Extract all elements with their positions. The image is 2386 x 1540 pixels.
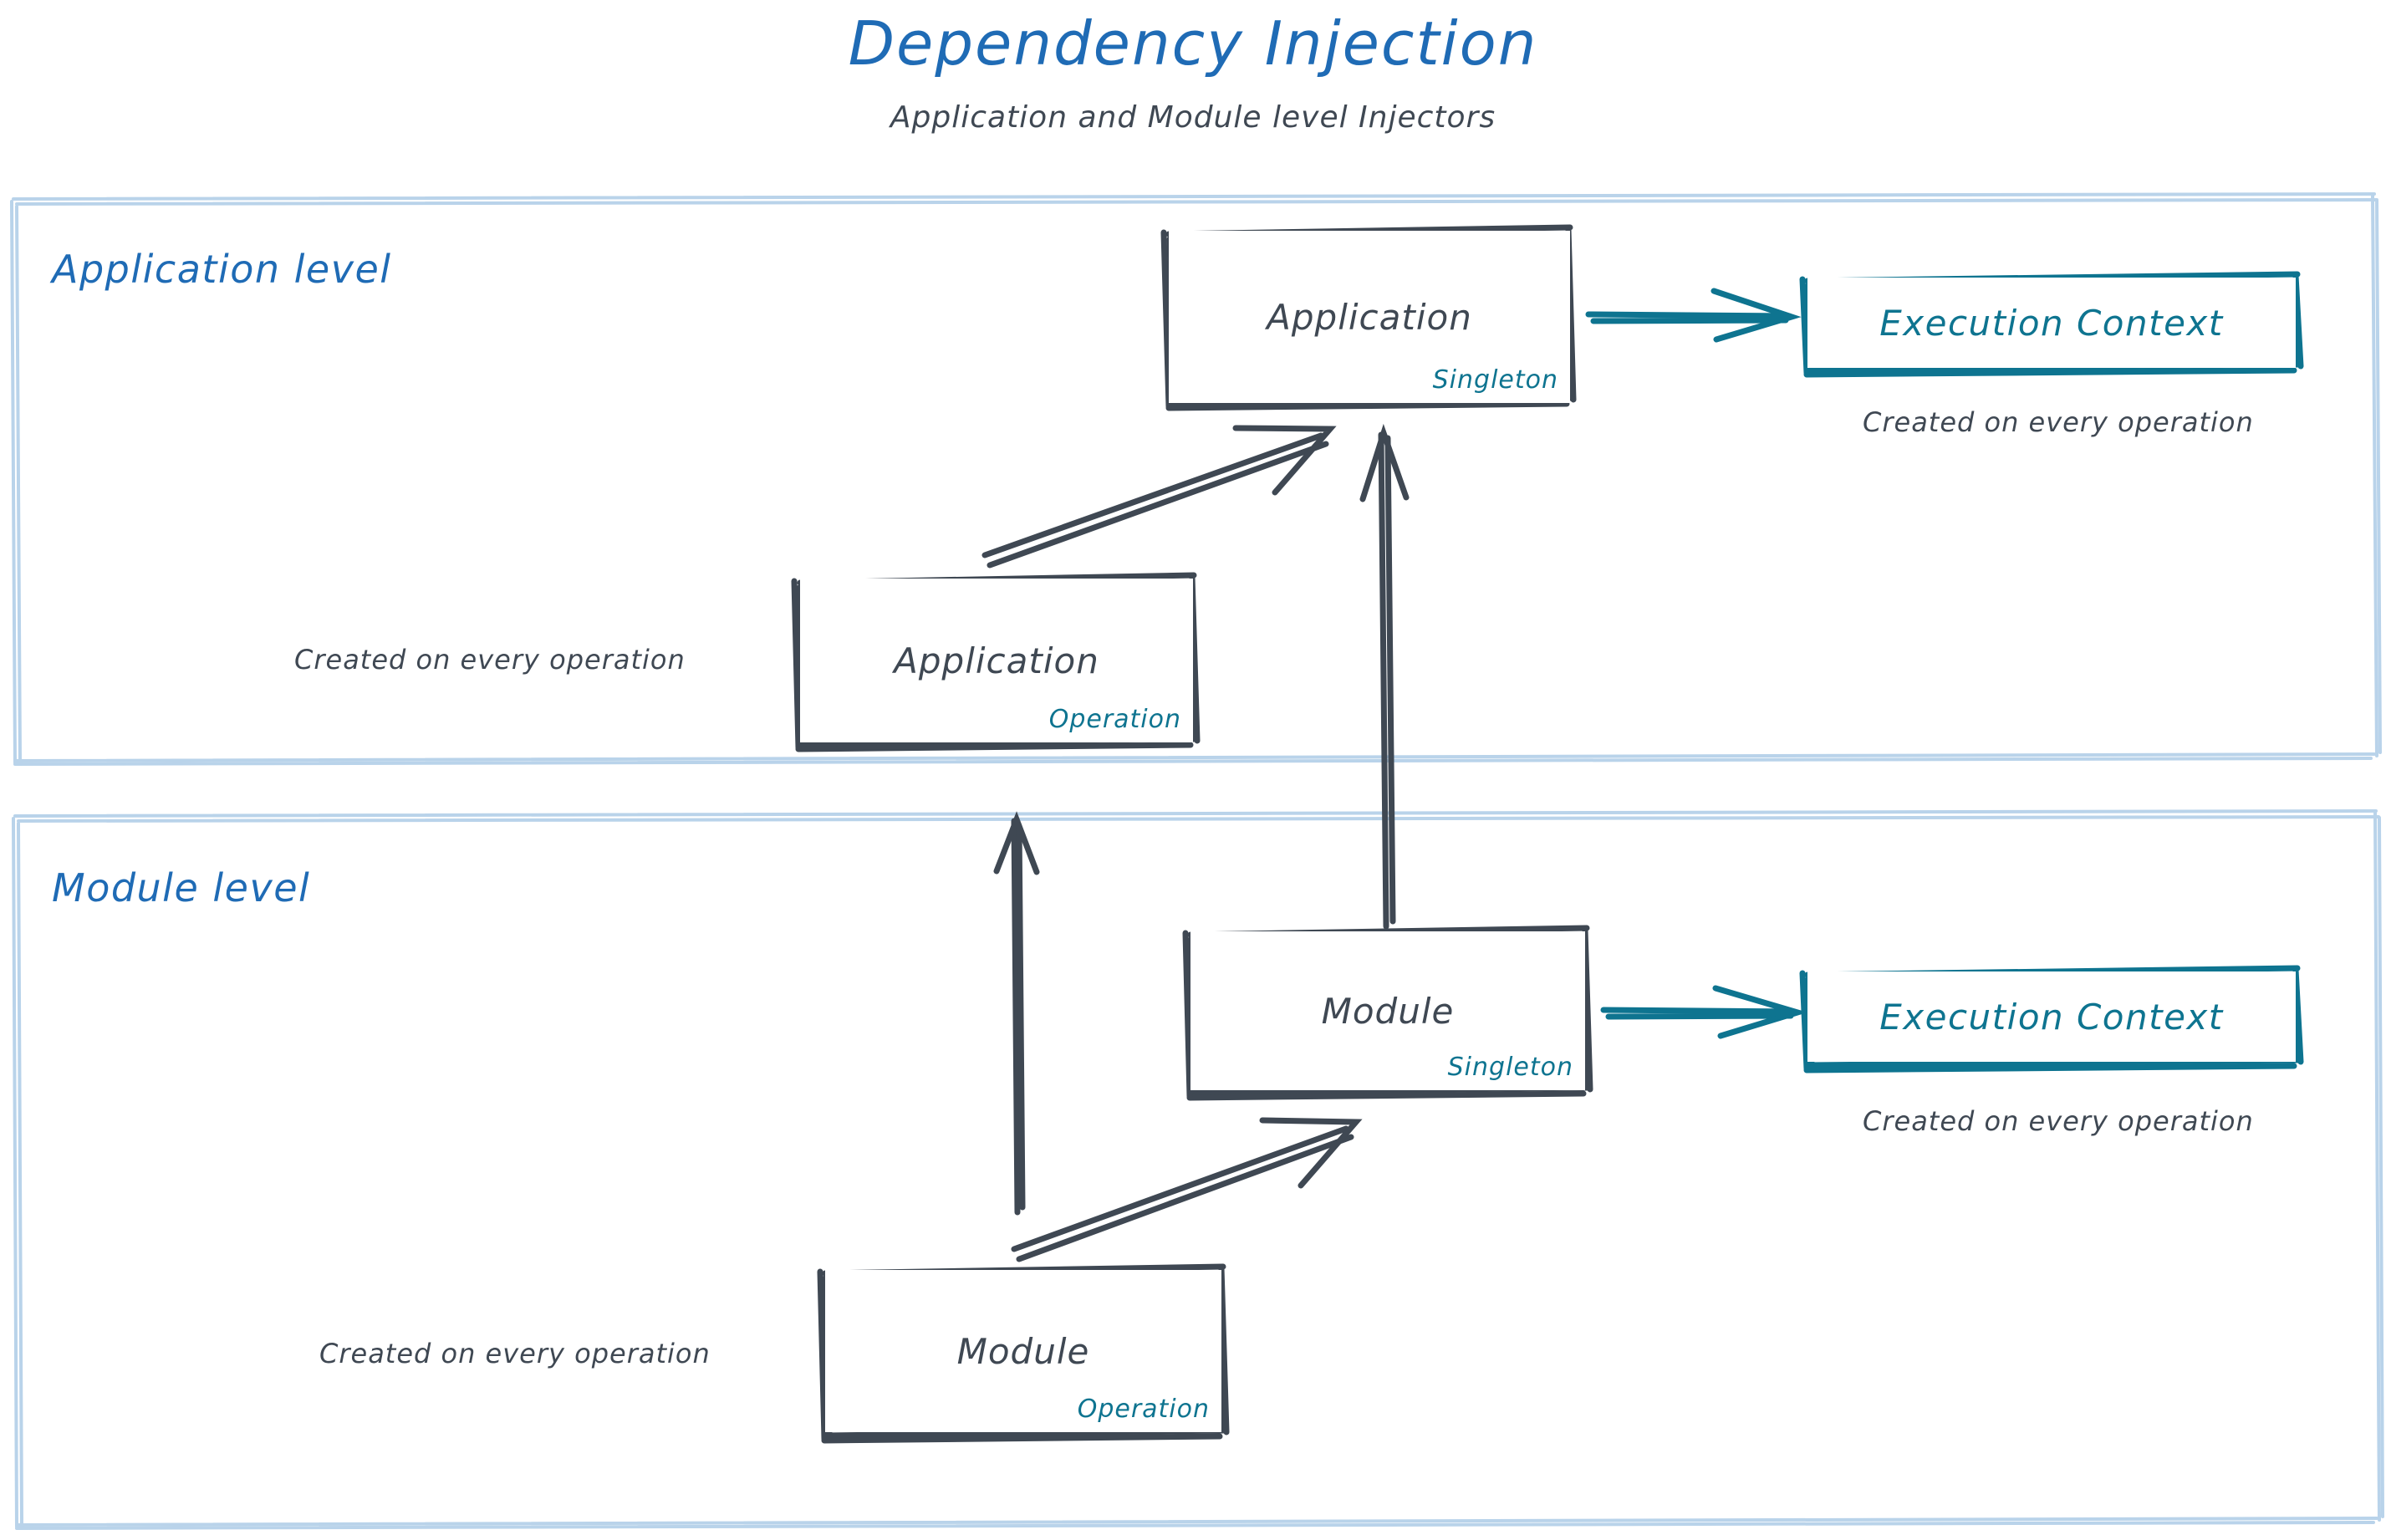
node-application-operation[interactable]: Application Operation — [800, 579, 1193, 742]
node-application-operation-scope: Operation — [1048, 705, 1181, 734]
execution-context-module[interactable]: Execution Context — [1807, 971, 2296, 1062]
node-module-singleton-title: Module — [1321, 990, 1455, 1032]
node-module-operation[interactable]: Module Operation — [825, 1270, 1221, 1432]
execution-context-module-label: Execution Context — [1879, 996, 2224, 1038]
arrow-module-singleton-to-app-singleton — [1359, 423, 1410, 930]
node-module-operation-scope: Operation — [1077, 1395, 1210, 1424]
caption-application-operation: Created on every operation — [294, 644, 686, 676]
lane-label-module-level: Module level — [52, 865, 311, 910]
arrow-app-operation-to-app-singleton — [981, 425, 1337, 569]
execution-context-application-caption: Created on every operation — [1863, 406, 2254, 438]
page-title: Dependency Injection — [848, 8, 1538, 79]
node-application-singleton[interactable]: Application Singleton — [1169, 231, 1570, 403]
node-module-operation-body: Module — [825, 1270, 1221, 1432]
node-application-operation-title: Application — [894, 640, 1099, 681]
node-module-singleton-scope: Singleton — [1447, 1053, 1573, 1082]
caption-module-operation: Created on every operation — [319, 1338, 711, 1369]
execution-context-application[interactable]: Execution Context — [1807, 278, 2296, 368]
arrow-module-to-execution-context — [1600, 985, 1808, 1039]
execution-context-module-caption: Created on every operation — [1863, 1105, 2254, 1137]
node-application-singleton-scope-wrap: Singleton — [1433, 365, 1558, 395]
node-module-singleton[interactable]: Module Singleton — [1190, 931, 1585, 1090]
arrow-module-level-to-application-level — [993, 811, 1040, 1216]
lane-label-application-level: Application level — [52, 247, 392, 292]
arrow-module-operation-to-module-singleton — [1011, 1117, 1363, 1262]
node-application-singleton-scope: Singleton — [1432, 365, 1558, 395]
execution-context-application-label: Execution Context — [1879, 302, 2224, 344]
node-module-operation-scope-wrap: Operation — [1078, 1395, 1210, 1424]
node-application-operation-scope-wrap: Operation — [1049, 705, 1181, 734]
node-application-operation-body: Application — [800, 579, 1193, 742]
arrow-app-to-execution-context — [1585, 288, 1802, 343]
node-application-singleton-title: Application — [1267, 296, 1472, 338]
node-module-singleton-scope-wrap: Singleton — [1448, 1053, 1573, 1082]
node-application-singleton-body: Application — [1169, 231, 1570, 403]
node-module-singleton-body: Module — [1190, 931, 1585, 1090]
node-module-operation-title: Module — [956, 1330, 1090, 1372]
page-subtitle: Application and Module level Injectors — [890, 100, 1496, 135]
